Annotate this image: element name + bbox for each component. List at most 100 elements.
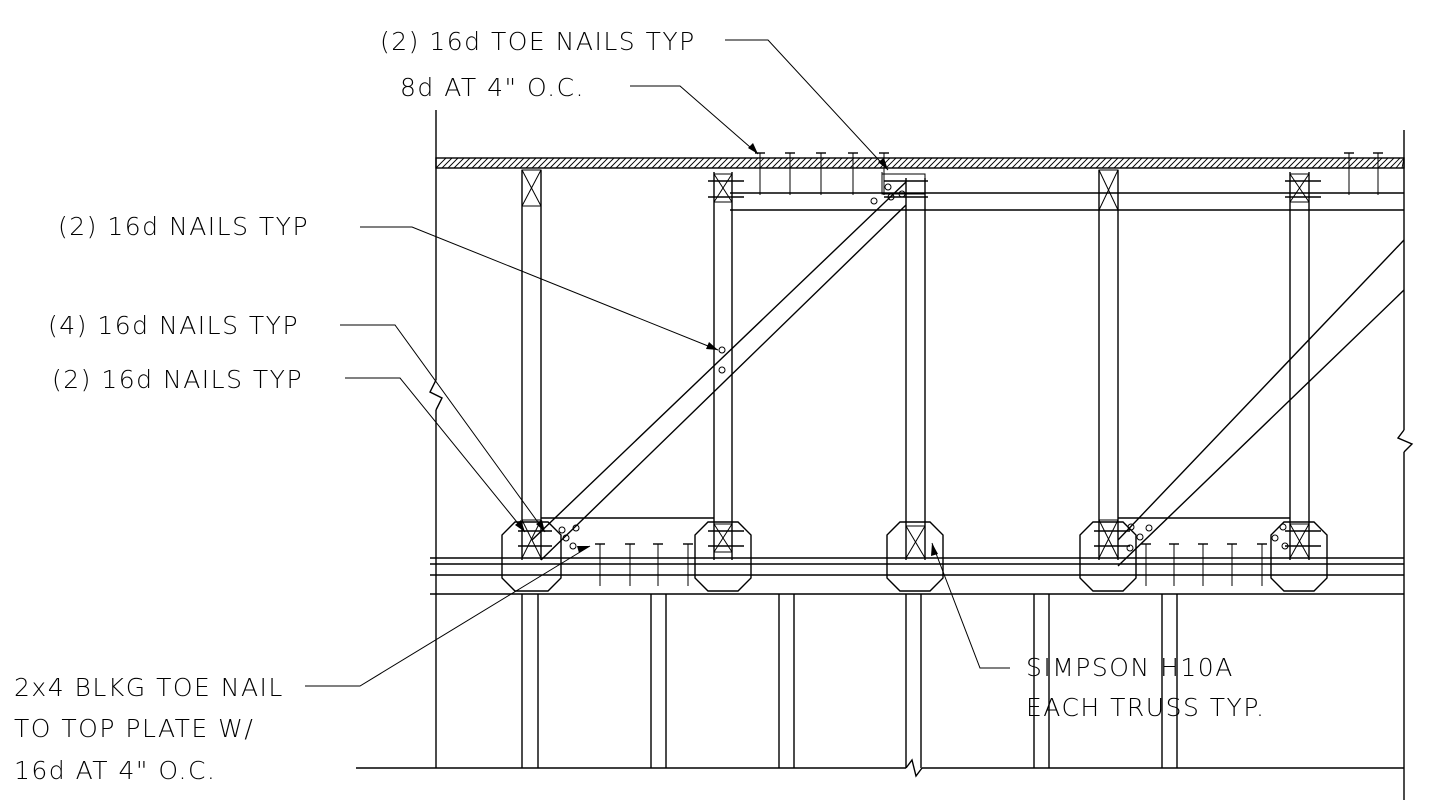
hatch-line xyxy=(1071,157,1083,169)
hatch-line xyxy=(921,157,933,169)
hatch-line xyxy=(471,157,483,169)
hatch-line xyxy=(549,157,561,169)
hatch-line xyxy=(627,157,639,169)
hatch-line xyxy=(729,157,741,169)
hatch-line xyxy=(669,157,681,169)
hatch-line xyxy=(885,157,897,169)
hatch-line xyxy=(1281,157,1293,169)
hatch-line xyxy=(585,157,597,169)
hatch-line xyxy=(939,157,951,169)
hatch-line xyxy=(1095,157,1107,169)
hatch-line xyxy=(987,157,999,169)
horizontal-nails xyxy=(518,180,1321,547)
hatch-line xyxy=(1017,157,1029,169)
top-chord xyxy=(730,192,1404,211)
blocking-x-marks-bottom xyxy=(521,519,1310,559)
hatch-line xyxy=(1143,157,1155,169)
hatch-line xyxy=(735,157,747,169)
hatch-line xyxy=(1227,157,1239,169)
hatch-line xyxy=(1011,157,1023,169)
label-blkg-line3: 16d AT 4" O.C. xyxy=(14,756,216,785)
hatch-line xyxy=(1335,157,1347,169)
hatch-line xyxy=(1215,157,1227,169)
hatch-line xyxy=(753,157,765,169)
annotations: (2) 16d TOE NAILS TYP 8d AT 4" O.C. (2) … xyxy=(14,27,1265,785)
hatch-line xyxy=(507,157,519,169)
hatch-line xyxy=(1359,157,1371,169)
hatch-line xyxy=(687,157,699,169)
hatch-line xyxy=(561,157,573,169)
hatch-line xyxy=(1101,157,1113,169)
hatch-line xyxy=(1377,157,1389,169)
hatch-line xyxy=(1395,157,1405,169)
hatch-line xyxy=(609,157,621,169)
hatch-line xyxy=(603,157,615,169)
hatch-line xyxy=(741,157,753,169)
hatch-line xyxy=(765,157,777,169)
hatch-line xyxy=(1311,157,1323,169)
top-nails-8d xyxy=(755,152,1383,195)
hatch-line xyxy=(441,157,453,169)
hatch-line xyxy=(699,157,711,169)
hatch-line xyxy=(909,157,921,169)
hatch-line xyxy=(1269,157,1281,169)
bottom-nails-16d xyxy=(595,543,1267,586)
hatch-line xyxy=(1125,157,1137,169)
hatch-line xyxy=(801,157,813,169)
label-simpson-line2: EACH TRUSS TYP. xyxy=(1026,693,1265,722)
hatch-line xyxy=(1083,157,1095,169)
hatch-line xyxy=(705,157,717,169)
hatch-line xyxy=(771,157,783,169)
hatch-line xyxy=(981,157,993,169)
hatch-line xyxy=(867,157,879,169)
hatch-line xyxy=(915,157,927,169)
hatch-line xyxy=(489,157,501,169)
hatch-line xyxy=(555,157,567,169)
label-4-16d: (4) 16d NAILS TYP xyxy=(48,311,299,340)
hatch-line xyxy=(969,157,981,169)
hatch-line xyxy=(1065,157,1077,169)
hatch-line xyxy=(537,157,549,169)
hatch-line xyxy=(525,157,537,169)
hatch-line xyxy=(897,157,909,169)
hatch-line xyxy=(1329,157,1341,169)
hatch-line xyxy=(951,157,963,169)
hatch-line xyxy=(1287,157,1299,169)
hatch-line xyxy=(789,157,801,169)
hatch-line xyxy=(459,157,471,169)
hatch-line xyxy=(1023,157,1035,169)
hatch-line xyxy=(1323,157,1335,169)
hatch-line xyxy=(927,157,939,169)
hatch-line xyxy=(1167,157,1179,169)
label-blkg-line1: 2x4 BLKG TOE NAIL xyxy=(14,673,284,702)
hatch-line xyxy=(837,157,849,169)
hatch-line xyxy=(1089,157,1101,169)
hatch-line xyxy=(795,157,807,169)
hatch-line xyxy=(1119,157,1131,169)
hatch-line xyxy=(1107,157,1119,169)
hatch-line xyxy=(843,157,855,169)
hatch-line xyxy=(1239,157,1251,169)
hatch-line xyxy=(477,157,489,169)
hatch-line xyxy=(711,157,723,169)
hatch-line xyxy=(903,157,915,169)
hatch-line xyxy=(1299,157,1311,169)
hatch-line xyxy=(567,157,579,169)
hatch-line xyxy=(1077,157,1089,169)
hatch-line xyxy=(645,157,657,169)
hatch-line xyxy=(1059,157,1071,169)
hatch-line xyxy=(1047,157,1059,169)
leader-lines xyxy=(305,39,1010,687)
floor-line xyxy=(356,758,1404,778)
hatch-line xyxy=(1347,157,1359,169)
hatch-line xyxy=(747,157,759,169)
top-plates xyxy=(430,557,1404,595)
hatch-line xyxy=(1053,157,1065,169)
hatch-line xyxy=(975,157,987,169)
hatch-line xyxy=(825,157,837,169)
hatch-line xyxy=(1293,157,1305,169)
hatch-line xyxy=(597,157,609,169)
hatch-line xyxy=(1137,157,1149,169)
hatch-line xyxy=(501,157,513,169)
hatch-line xyxy=(861,157,873,169)
